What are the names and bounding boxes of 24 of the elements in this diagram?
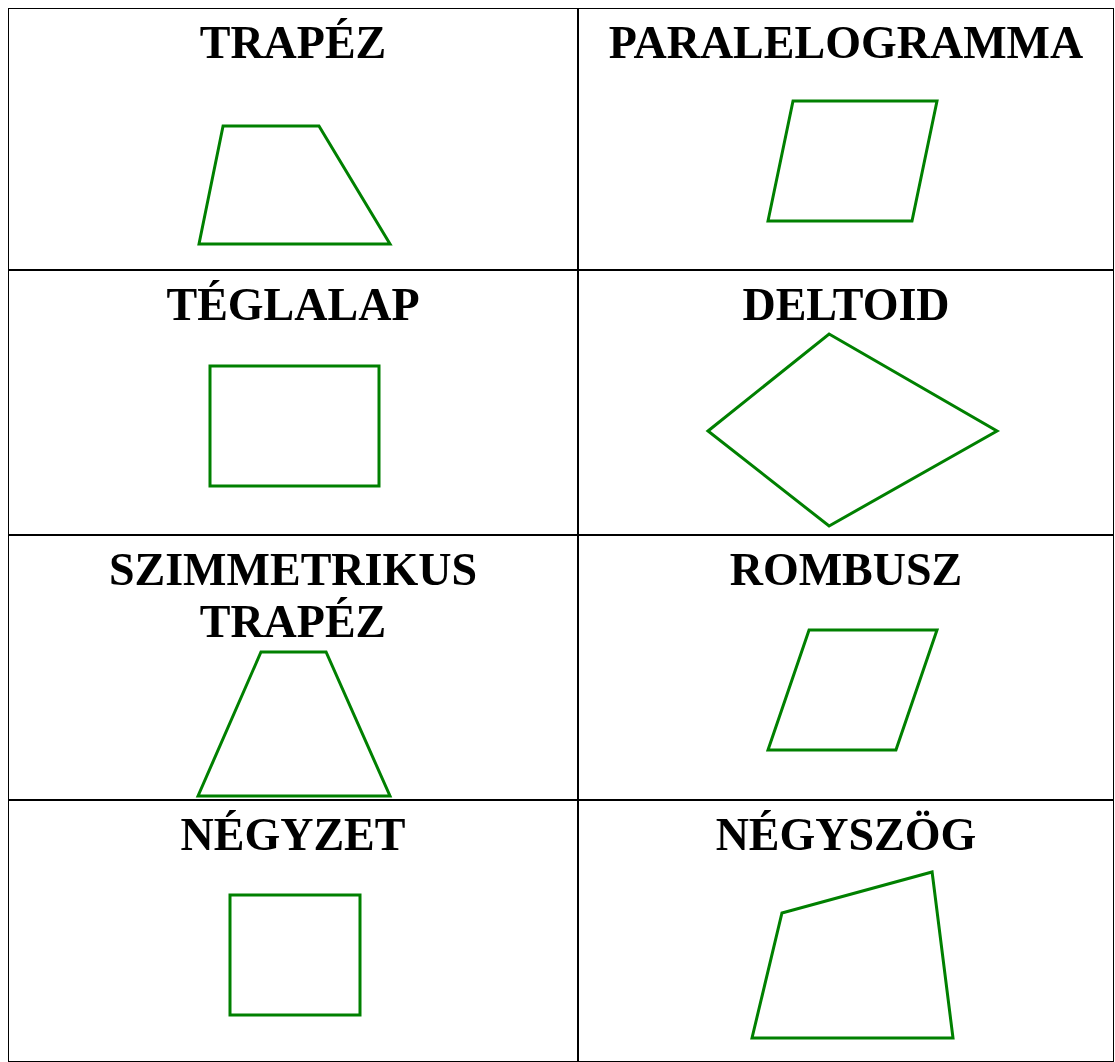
shape-name: SZIMMETRIKUS TRAPÉZ	[107, 544, 479, 648]
table-cell	[578, 8, 1114, 270]
square-outline	[228, 893, 362, 1017]
table-cell	[8, 800, 578, 1062]
rectangle-outline	[208, 364, 381, 488]
shape-name: NÉGYSZÖG	[714, 809, 978, 861]
table-cell	[578, 270, 1114, 535]
shape-name: PARALELOGRAMMA	[607, 17, 1085, 69]
shape-name: TRAPÉZ	[198, 17, 388, 69]
table-cell	[8, 8, 578, 270]
table-cell	[8, 535, 578, 800]
rhombus-outline	[765, 628, 940, 752]
table-cell	[578, 535, 1114, 800]
trapezoid-outline	[197, 124, 393, 246]
kite-outline	[705, 332, 1001, 528]
quadrilateral-outline	[750, 870, 955, 1040]
parallelogram-outline	[766, 99, 939, 223]
shape-name: DELTOID	[741, 279, 951, 331]
shape-name: ROMBUSZ	[728, 544, 964, 596]
trapezoid-outline	[195, 650, 393, 798]
table-cell	[578, 800, 1114, 1062]
table-cell	[8, 270, 578, 535]
shape-name: NÉGYZET	[179, 809, 407, 861]
shape-name: TÉGLALAP	[165, 279, 421, 331]
